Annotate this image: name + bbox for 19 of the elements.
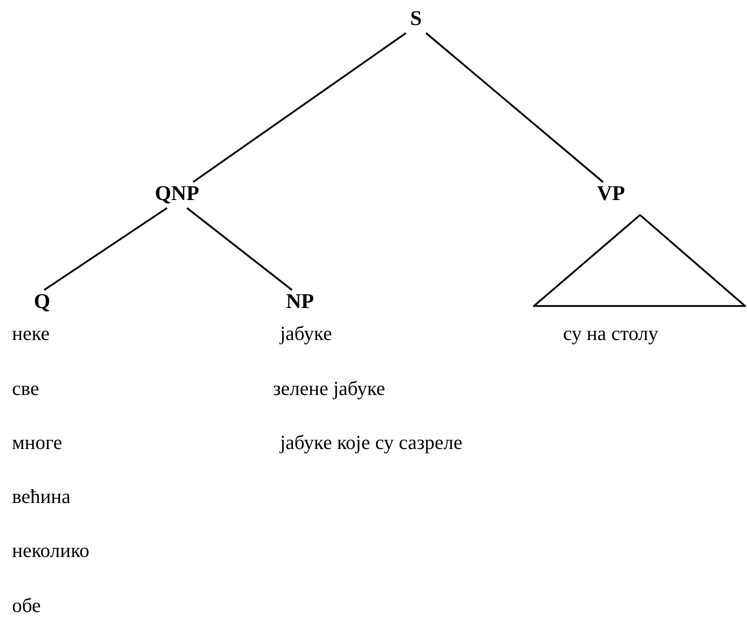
tree-branch <box>192 32 407 183</box>
tree-branch <box>186 207 293 291</box>
word-label: многе <box>12 431 62 455</box>
node-label: S <box>410 6 422 30</box>
word-label: су на столу <box>563 322 658 346</box>
word-label: неке <box>12 322 50 346</box>
word-label: неколико <box>12 539 90 563</box>
node-label: Q <box>34 289 50 313</box>
word-label: већина <box>12 485 70 509</box>
word-label: јабуке <box>280 322 332 346</box>
tree-branch <box>425 32 604 183</box>
word-label: зелене јабуке <box>273 377 386 401</box>
tree-branch <box>44 207 168 291</box>
node-label: NP <box>286 289 314 313</box>
node-label: QNP <box>154 181 200 205</box>
node-label: VP <box>597 181 625 205</box>
word-label: све <box>12 377 40 401</box>
word-label: обе <box>12 594 41 618</box>
word-label: јабуке које су сазреле <box>280 431 462 455</box>
